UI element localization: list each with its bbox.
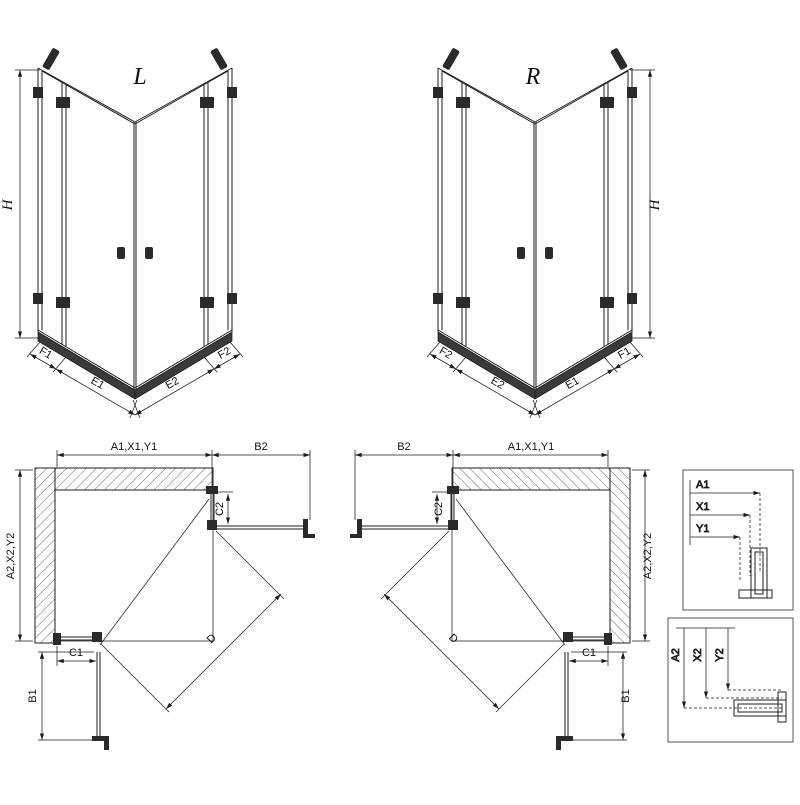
plan-right-geometry (350, 450, 650, 750)
front-left-cabin (15, 47, 243, 418)
plan-right-width-label: A1,X1,Y1 (508, 441, 554, 453)
plan-right-door-width-label: B2 (397, 441, 410, 453)
plan-left-d-label: D (205, 632, 219, 646)
variant-label-right: R (525, 64, 541, 90)
detail-horizontal-dims: A1 X1 Y1 (682, 469, 794, 611)
plan-right-d-label: D (446, 632, 460, 646)
dim-label-e1-left: E1 (89, 375, 107, 392)
plan-right-b1-label: B1 (620, 689, 632, 702)
plan-left-door-width-label: B2 (254, 441, 267, 453)
dim-label-f1-left: F1 (37, 345, 54, 362)
plan-left-width-label: A1,X1,Y1 (111, 441, 157, 453)
front-view-right: R H F2 E2 E1 F1 (427, 47, 663, 418)
detail-y1-label: Y1 (696, 523, 709, 535)
plan-left-c1-label: C1 (69, 647, 83, 659)
variant-label-left: L (132, 64, 146, 90)
plan-right-c1-label: C1 (582, 647, 596, 659)
height-label-left: H (0, 198, 16, 211)
front-view-left: L H F1 E1 E2 F2 (0, 47, 243, 418)
height-label-right: H (647, 198, 663, 211)
plan-left-b1-label: B1 (27, 689, 39, 702)
detail-vertical-dims: A2 X2 Y2 (667, 617, 794, 743)
dim-label-f2-left: F2 (216, 345, 233, 362)
dim-label-f2-right: F2 (437, 345, 454, 362)
detail-box-border (682, 469, 794, 611)
wall-profile-section (733, 691, 787, 723)
plan-left-c2-label: C2 (214, 502, 226, 516)
detail-a1-label: A1 (696, 479, 709, 491)
plan-right-depth-label: A2,X2,Y2 (642, 533, 654, 579)
plan-left-depth-label: A2,X2,Y2 (5, 533, 17, 579)
dim-label-e2-left: E2 (164, 375, 182, 392)
detail-box-border (667, 617, 794, 743)
detail-y2-label: Y2 (714, 648, 726, 661)
dim-label-f1-right: F1 (616, 345, 633, 362)
plan-view-left: A1,X1,Y1 B2 A2,X2,Y2 C2 C1 B1 D (5, 441, 315, 750)
detail-a2-label: A2 (670, 648, 682, 661)
front-right-cabin (427, 47, 655, 418)
wall-profile-section (738, 547, 773, 599)
dim-label-e2-right: E2 (489, 375, 507, 392)
plan-view-right: B2 A1,X1,Y1 A2,X2,Y2 C2 C1 B1 D (350, 441, 654, 750)
dim-label-e1-right: E1 (564, 375, 582, 392)
detail-x2-label: X2 (692, 648, 704, 661)
plan-right-c2-label: C2 (433, 502, 445, 516)
plan-left-geometry (15, 450, 315, 750)
detail-x1-label: X1 (696, 501, 709, 513)
